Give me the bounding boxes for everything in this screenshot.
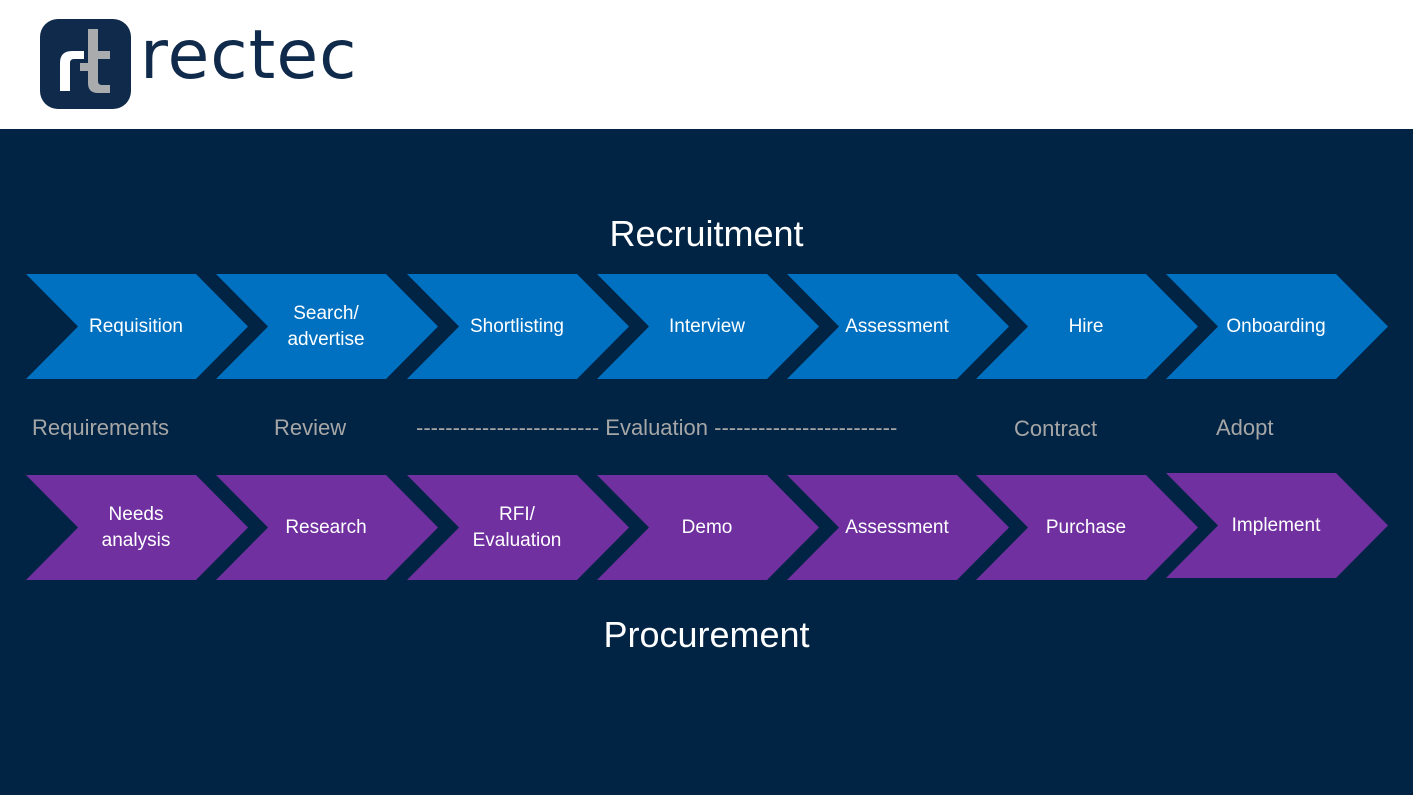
procurement-chevron-shape (787, 475, 1009, 580)
procurement-chevron-shape (597, 475, 819, 580)
recruitment-step-6: Hire (976, 274, 1198, 379)
procurement-step-label: Demo (681, 516, 733, 538)
procurement-chevron-shape (976, 475, 1198, 580)
recruitment-step-label: Hire (1068, 315, 1104, 337)
phase-contract: Contract (1014, 416, 1098, 441)
procurement-step-label: Implement (1231, 514, 1321, 536)
phase-adopt: Adopt (1216, 415, 1274, 440)
procurement-step-label: Research (285, 516, 367, 538)
recruitment-chevron-shape (976, 274, 1198, 379)
procurement-step-label: Needs analysis (101, 503, 171, 551)
recruitment-chevron-shape (787, 274, 1009, 379)
recruitment-step-3: Shortlisting (407, 274, 629, 379)
procurement-step-5: Assessment (787, 475, 1009, 580)
procurement-step-label: Assessment (845, 516, 949, 538)
procurement-chevron-shape (407, 475, 629, 580)
recruitment-step-label: Search/ advertise (287, 302, 365, 350)
recruitment-step-label: Assessment (845, 315, 949, 337)
phase-requirements: Requirements (32, 415, 169, 440)
recruitment-step-label: Shortlisting (470, 315, 564, 337)
procurement-chevron-shape (26, 475, 248, 580)
recruitment-step-label: Onboarding (1226, 315, 1326, 337)
rectec-logo-icon (40, 19, 131, 109)
recruitment-chevron-shape (597, 274, 819, 379)
recruitment-step-label: Interview (668, 315, 746, 337)
procurement-title: Procurement (603, 614, 810, 655)
brand-name: rectec (140, 16, 358, 95)
procurement-chevron-shape (1166, 473, 1388, 578)
recruitment-chevron-shape (26, 274, 248, 379)
procurement-step-4: Demo (597, 475, 819, 580)
procurement-step-6: Purchase (976, 475, 1198, 580)
phase-review: Review (274, 415, 347, 440)
process-diagram-panel (0, 129, 1413, 795)
procurement-step-2: Research (216, 475, 438, 580)
recruitment-step-7: Onboarding (1166, 274, 1388, 379)
header: rectec (0, 0, 1413, 129)
recruitment-chevron-shape (407, 274, 629, 379)
procurement-step-label: Purchase (1045, 516, 1127, 538)
recruitment-chevron-shape (216, 274, 438, 379)
recruitment-step-2: Search/ advertise (216, 274, 438, 379)
procurement-step-label: RFI/ Evaluation (472, 503, 562, 551)
recruitment-step-4: Interview (597, 274, 819, 379)
recruitment-chevron-shape (1166, 274, 1388, 379)
recruitment-step-5: Assessment (787, 274, 1009, 379)
recruitment-title: Recruitment (609, 213, 804, 254)
procurement-step-7: Implement (1166, 473, 1388, 578)
procurement-step-1: Needs analysis (26, 475, 248, 580)
procurement-chevron-shape (216, 475, 438, 580)
procurement-step-3: RFI/ Evaluation (407, 475, 629, 580)
phase-evaluation: ------------------------- Evaluation ---… (416, 415, 898, 440)
recruitment-step-1: Requisition (26, 274, 248, 379)
recruitment-step-label: Requisition (89, 315, 183, 337)
